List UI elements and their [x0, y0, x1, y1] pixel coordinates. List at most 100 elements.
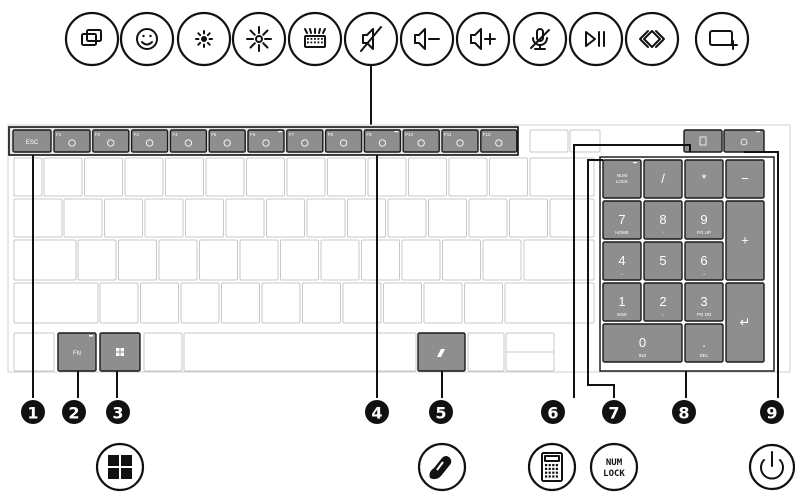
function-key-label: F6 — [250, 132, 256, 137]
key — [347, 198, 386, 238]
key — [158, 239, 198, 281]
function-key-f9: F9 — [363, 129, 402, 153]
minus-key-label: − — [741, 171, 749, 186]
numpad-key-dot-sublabel: DEL — [700, 353, 709, 358]
numpad-key-1-label: 1 — [618, 294, 625, 309]
function-key-f1: F1 — [53, 129, 91, 153]
function-key-label: F9 — [366, 132, 372, 137]
key — [140, 282, 179, 324]
function-key-label: F7 — [289, 132, 295, 137]
key — [239, 239, 279, 281]
numlock-icon: NUM LOCK — [589, 442, 639, 492]
callout-leader-7 — [587, 159, 615, 398]
copilot-icon — [417, 442, 467, 492]
function-key-label: F1 — [56, 132, 62, 137]
key — [569, 129, 601, 153]
numpad-key-9-label: 9 — [700, 212, 707, 227]
function-key-f8: F8 — [324, 129, 363, 153]
snipping-icon — [495, 139, 503, 147]
indicator-light — [394, 131, 399, 133]
windows-icon — [95, 442, 145, 492]
indicator-light — [756, 131, 760, 133]
key — [13, 157, 43, 197]
windows-key — [99, 332, 141, 372]
numpad-key-9: 9 PG UP — [684, 200, 724, 240]
callout-2: 2 — [62, 400, 86, 424]
key — [361, 239, 400, 281]
key — [504, 282, 595, 324]
key — [509, 198, 548, 238]
calculator-buttons — [545, 464, 558, 478]
key — [13, 239, 77, 281]
function-key-label: F10 — [405, 132, 413, 137]
calculator-key — [683, 129, 723, 153]
key — [84, 157, 123, 197]
numpad-key-4: 4← — [602, 241, 642, 281]
callout-1: 1 — [21, 400, 45, 424]
numpad-key-2-sublabel: ↓ — [662, 312, 664, 317]
callout-number: 2 — [68, 404, 79, 423]
callout-number: 5 — [435, 404, 446, 423]
fn-key: FN — [57, 332, 97, 372]
numpad-key-0-label: 0 — [639, 335, 646, 350]
callout-6: 6 — [541, 400, 565, 424]
indicator-light — [278, 131, 282, 133]
multitask-icon — [68, 139, 76, 147]
numpad-key-6-sublabel: → — [702, 271, 707, 276]
callout-8: 8 — [672, 400, 696, 424]
key — [320, 239, 360, 281]
mute-icon — [262, 139, 270, 147]
key — [401, 239, 441, 281]
play-pause-icon — [417, 139, 425, 147]
numpad-key-2-label: 2 — [659, 294, 666, 309]
power-icon — [748, 443, 795, 491]
function-key-label: F5 — [211, 132, 217, 137]
key — [199, 239, 238, 281]
screen-switch-icon — [624, 11, 680, 67]
callout-9: 9 — [760, 400, 784, 424]
multiply-key: * — [684, 159, 724, 199]
function-key-f4: F4 — [169, 129, 208, 153]
numpad-key-5-label: 5 — [659, 253, 666, 268]
numpad-key-4-sublabel: ← — [620, 271, 625, 276]
numpad-key-6-label: 6 — [700, 253, 707, 268]
numpad-key-dot: .DEL — [684, 323, 724, 363]
copilot-key — [417, 332, 466, 372]
key — [523, 239, 595, 281]
key — [13, 198, 63, 238]
callout-7: 7 — [602, 400, 626, 424]
calculator-icon — [527, 442, 577, 492]
key — [464, 282, 503, 324]
numpad-key-3-sublabel: PG DN — [697, 312, 711, 317]
callout-number: 3 — [112, 404, 123, 423]
key — [286, 157, 326, 197]
callout-5: 5 — [429, 400, 453, 424]
numpad-key-6: 6→ — [684, 241, 724, 281]
numpad-key-4-label: 4 — [618, 253, 625, 268]
keyboard-backlight-icon — [223, 139, 231, 147]
plus-key-label: + — [741, 233, 749, 248]
numlock-icon-line2: LOCK — [603, 469, 625, 479]
key — [266, 198, 305, 238]
brightness-up-icon — [184, 139, 193, 147]
brightness-down-icon — [145, 139, 154, 147]
emoji-icon — [119, 11, 175, 67]
key — [13, 282, 99, 324]
minus-key: − — [725, 159, 765, 199]
key — [489, 157, 528, 197]
function-key-label: F2 — [95, 132, 101, 137]
numpad-key-9-sublabel: PG UP — [697, 230, 711, 235]
volume-down-icon — [399, 11, 455, 67]
key — [367, 157, 407, 197]
function-key-f7: F7 — [286, 129, 324, 153]
key — [442, 239, 481, 281]
key — [468, 198, 508, 238]
key — [383, 282, 422, 324]
key — [327, 157, 366, 197]
key — [77, 239, 117, 281]
